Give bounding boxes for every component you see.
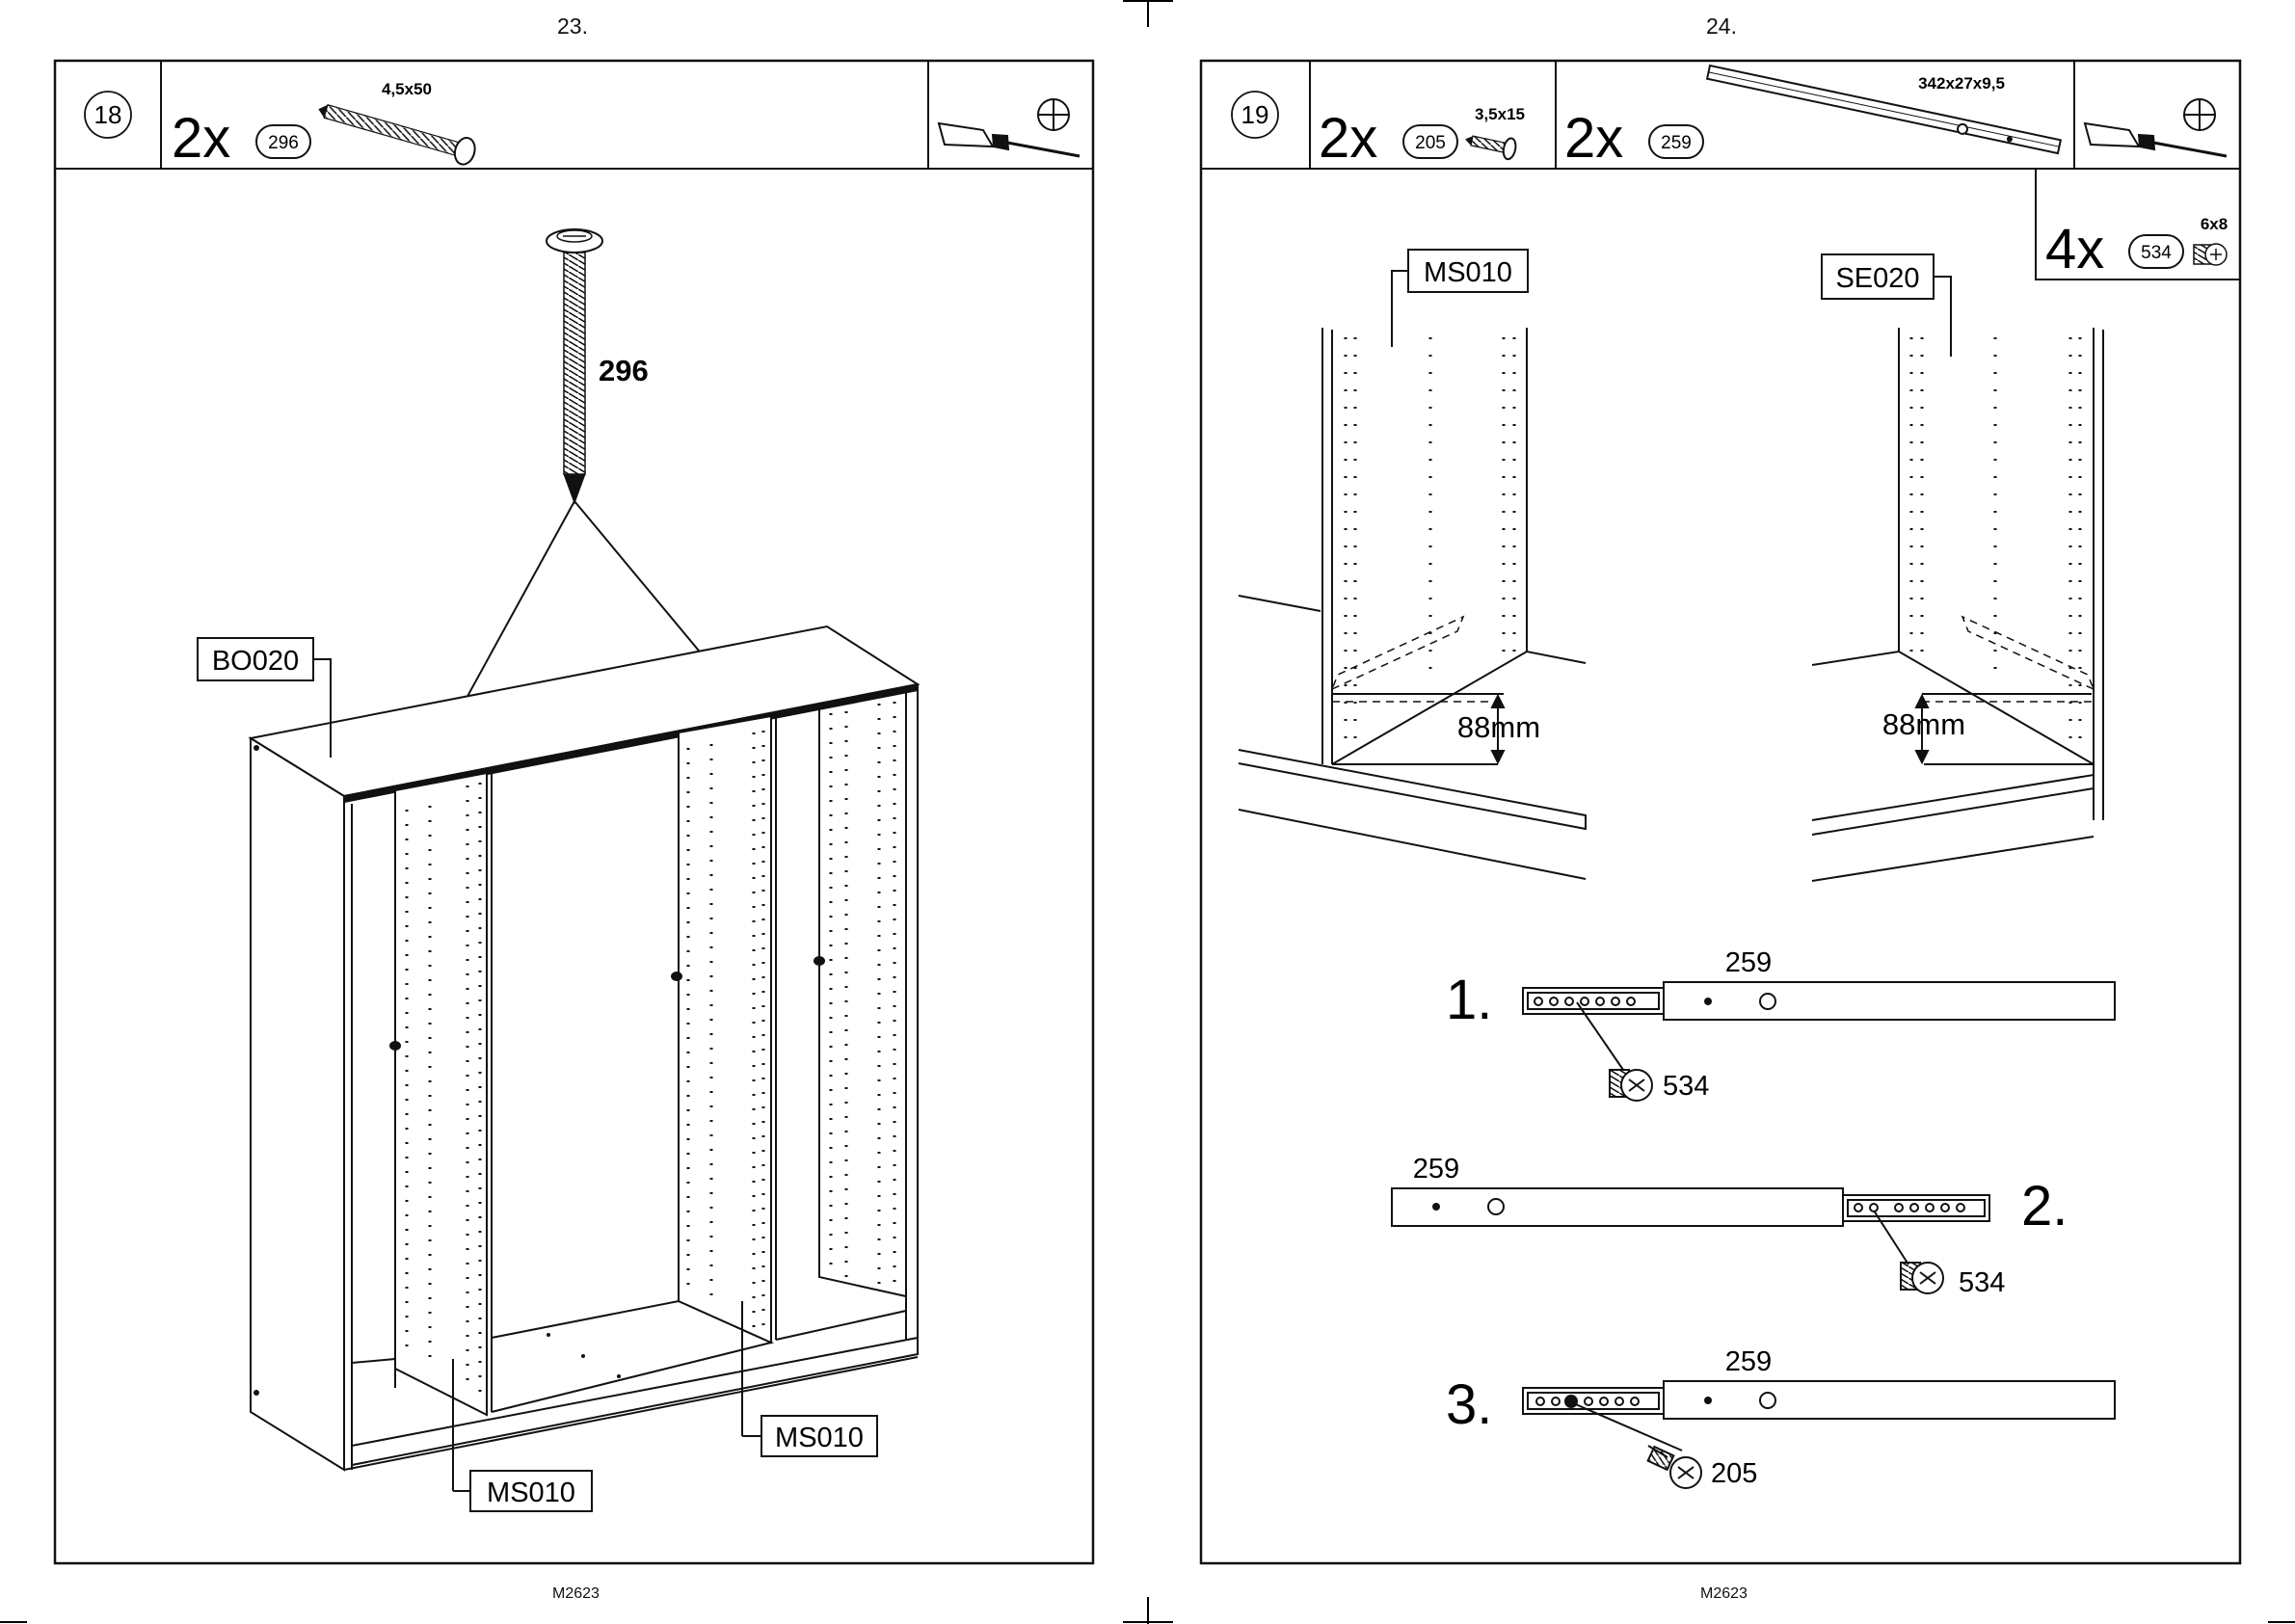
- part-size-534: 6x8: [2201, 215, 2228, 233]
- substep-2-runner: [1392, 1188, 1989, 1265]
- part-number-259: 259: [1661, 133, 1692, 153]
- substep-3-label: 3.: [1446, 1373, 1492, 1436]
- callout-top-panel: BO020: [212, 646, 299, 677]
- step-19-frame: [1201, 61, 2240, 1563]
- substep-2-label: 2.: [2021, 1175, 2068, 1238]
- part-quantity-534: 4x: [2045, 218, 2104, 280]
- shelf-pin-holes-right-detail: [1911, 337, 2080, 752]
- distance-right: 88mm: [1882, 707, 1965, 741]
- phillips-screwdriver-icon: [939, 99, 1080, 156]
- callout-divider-left: MS010: [487, 1478, 575, 1508]
- distance-left: 88mm: [1457, 710, 1540, 744]
- part-number-205: 205: [1415, 133, 1446, 153]
- wardrobe-carcass: [251, 626, 918, 1470]
- euro-screw-534-icon-1: [1610, 1070, 1652, 1101]
- step-number: 18: [94, 100, 122, 129]
- part-quantity-259: 2x: [1564, 107, 1623, 170]
- corner-detail-se020: [1812, 328, 2103, 881]
- phillips-screwdriver-icon-19: [2085, 99, 2227, 156]
- step-number-19: 19: [1241, 100, 1269, 129]
- shelf-pin-holes-left-detail: [1346, 337, 1514, 752]
- substep-1-label: 1.: [1446, 969, 1492, 1031]
- callout-divider-right: MS010: [775, 1423, 864, 1453]
- euro-screw-534-icon-2: [1901, 1263, 1943, 1293]
- substep-3-runner: [1523, 1381, 2115, 1451]
- substep-1-fastener-label: 534: [1663, 1071, 1709, 1102]
- substep-1-runner-label: 259: [1725, 947, 1772, 978]
- part-size-205: 3,5x15: [1475, 105, 1525, 123]
- substep-3-fastener-label: 205: [1711, 1458, 1757, 1489]
- callout-right-panel: SE020: [1835, 263, 1919, 294]
- corner-detail-ms010: [1239, 328, 1586, 879]
- part-size-259: 342x27x9,5: [1918, 74, 2005, 93]
- substep-2-runner-label: 259: [1413, 1154, 1459, 1185]
- substep-2-fastener-label: 534: [1959, 1267, 2005, 1298]
- part-quantity: 2x: [172, 107, 230, 170]
- part-quantity-205: 2x: [1319, 107, 1377, 170]
- short-screw-205-icon: [1648, 1446, 1701, 1488]
- part-number: 296: [268, 133, 299, 153]
- part-size: 4,5x50: [382, 80, 432, 98]
- screw-296-illustration: [547, 229, 602, 503]
- screw-callout: 296: [599, 354, 649, 387]
- drawer-runner-icon: [1707, 66, 2061, 154]
- substep-3-runner-label: 259: [1725, 1346, 1772, 1377]
- step-19-panel: [1201, 61, 2240, 1563]
- part-number-534: 534: [2141, 243, 2172, 263]
- short-screw-icon: [1463, 129, 1517, 161]
- callout-left-panel: MS010: [1424, 257, 1512, 288]
- long-screw-icon: [315, 96, 478, 167]
- euro-screw-icon: [2194, 244, 2227, 265]
- substep-1-runner: [1523, 982, 2115, 1070]
